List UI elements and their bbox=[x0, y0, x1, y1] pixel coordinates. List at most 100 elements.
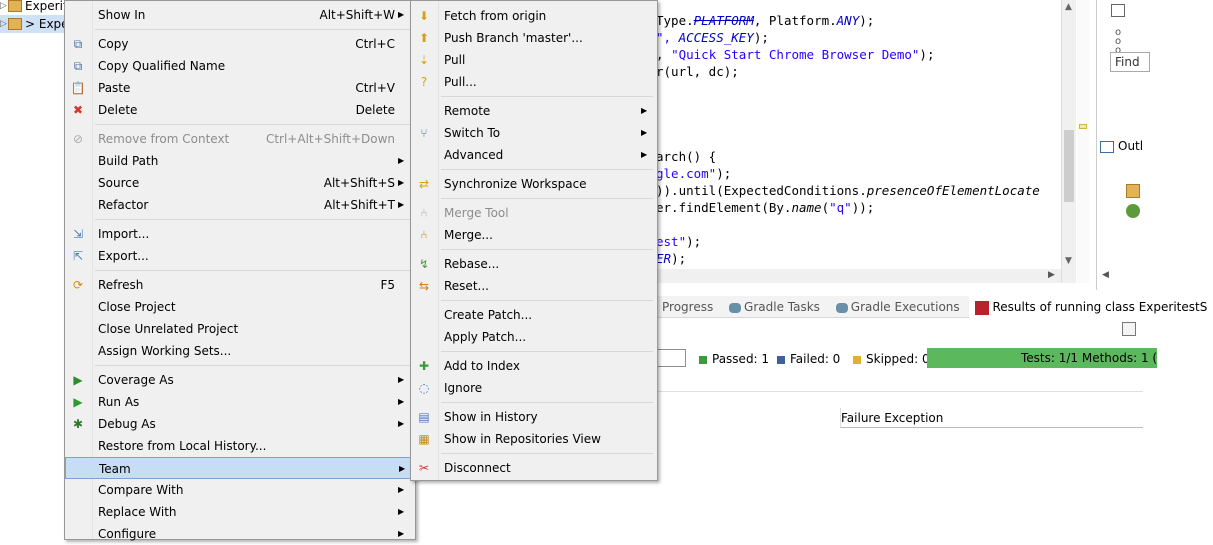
ruler-marker[interactable] bbox=[1079, 124, 1087, 129]
new-task-icon[interactable] bbox=[1111, 4, 1125, 17]
switch-branch-icon: ⑂ bbox=[420, 126, 428, 140]
menu-item-advanced[interactable]: Advanced▶ bbox=[411, 144, 657, 166]
menu-item-label: Export... bbox=[98, 249, 149, 263]
failed-icon bbox=[777, 355, 785, 364]
menu-item-merge[interactable]: ⑃Merge... bbox=[411, 224, 657, 246]
submenu-arrow-icon: ▶ bbox=[398, 10, 405, 19]
editor-horizontal-scrollbar[interactable]: ▶ bbox=[656, 269, 1076, 283]
refresh-icon: ⟳ bbox=[72, 278, 84, 292]
menu-item-disconnect[interactable]: ✂Disconnect bbox=[411, 457, 657, 479]
menu-item-label: Coverage As bbox=[98, 373, 174, 387]
menu-separator bbox=[441, 198, 653, 199]
menu-item-label: Refresh bbox=[98, 278, 144, 292]
menu-item-reset[interactable]: ⇆Reset... bbox=[411, 275, 657, 297]
menu-item-compare-with[interactable]: Compare With▶ bbox=[65, 479, 415, 501]
menu-item-add-to-index[interactable]: ✚Add to Index bbox=[411, 355, 657, 377]
menu-separator bbox=[441, 249, 653, 250]
menu-item-shortcut: Alt+Shift+W bbox=[319, 8, 396, 22]
menu-item-label: Synchronize Workspace bbox=[444, 177, 587, 191]
submenu-arrow-icon: ▶ bbox=[641, 106, 648, 115]
scroll-down-icon[interactable]: ▼ bbox=[1065, 256, 1072, 266]
menu-item-restore-local-history[interactable]: Restore from Local History... bbox=[65, 435, 415, 457]
overview-ruler bbox=[1077, 0, 1089, 283]
menu-item-close-project[interactable]: Close Project bbox=[65, 296, 415, 318]
outline-tab[interactable]: Outl bbox=[1100, 136, 1150, 156]
project-folder-icon bbox=[8, 0, 22, 12]
find-input[interactable]: Find bbox=[1110, 52, 1150, 72]
scrollbar-thumb[interactable] bbox=[1064, 130, 1074, 202]
expand-arrow-icon[interactable]: ▷ bbox=[0, 19, 7, 29]
menu-item-remote[interactable]: Remote▶ bbox=[411, 100, 657, 122]
tree-item-project-selected[interactable]: ▷> Expe bbox=[0, 15, 69, 33]
outline-icon bbox=[1100, 140, 1114, 153]
menu-item-switch-to[interactable]: ⑂Switch To▶ bbox=[411, 122, 657, 144]
filter-field[interactable] bbox=[656, 349, 686, 367]
failure-exception-header[interactable]: Failure Exception bbox=[840, 408, 1143, 428]
menu-item-label: Restore from Local History... bbox=[98, 439, 267, 453]
menu-item-show-in-repositories-view[interactable]: ▦ Show in Repositories View bbox=[411, 428, 657, 450]
menu-separator bbox=[441, 300, 653, 301]
expand-arrow-icon[interactable]: ▷ bbox=[0, 1, 7, 11]
menu-item-label: Merge Tool bbox=[444, 206, 509, 220]
menu-item-pull-dialog[interactable]: ?Pull... bbox=[411, 71, 657, 93]
tree-item-project[interactable]: ▷Experit bbox=[0, 0, 68, 15]
menu-item-label: Advanced bbox=[444, 148, 504, 162]
tab-junit-results[interactable]: Results of running class ExperitestS bbox=[969, 296, 1213, 318]
menu-item-import[interactable]: ⇲Import... bbox=[65, 223, 415, 245]
scroll-up-icon[interactable]: ▲ bbox=[1065, 2, 1072, 12]
repositories-icon: ▦ bbox=[418, 432, 430, 446]
menu-item-team[interactable]: Team▶ bbox=[65, 457, 415, 479]
menu-item-run-as[interactable]: ▶Run As▶ bbox=[65, 391, 415, 413]
menu-item-build-path[interactable]: Build Path▶ bbox=[65, 150, 415, 172]
menu-item-label: Close Project bbox=[98, 300, 176, 314]
menu-item-apply-patch[interactable]: Apply Patch... bbox=[411, 326, 657, 348]
merge-icon: ⑃ bbox=[420, 228, 428, 242]
team-submenu: ⬇Fetch from origin⬆Push Branch 'master'.… bbox=[410, 0, 658, 481]
menu-item-close-unrelated-project[interactable]: Close Unrelated Project bbox=[65, 318, 415, 340]
menu-item-debug-as[interactable]: ✱Debug As▶ bbox=[65, 413, 415, 435]
menu-item-rebase[interactable]: ↯Rebase... bbox=[411, 253, 657, 275]
menu-item-push-branch[interactable]: ⬆Push Branch 'master'... bbox=[411, 27, 657, 49]
menu-item-export[interactable]: ⇱Export... bbox=[65, 245, 415, 267]
menu-separator bbox=[95, 270, 411, 271]
gradle-icon bbox=[835, 302, 848, 313]
menu-item-label: Show in Repositories View bbox=[444, 432, 601, 446]
tab-gradle-executions[interactable]: Gradle Executions bbox=[830, 296, 966, 318]
class-icon bbox=[1126, 184, 1140, 198]
menu-item-create-patch[interactable]: Create Patch... bbox=[411, 304, 657, 326]
menu-item-copy-qualified-name[interactable]: ⧉Copy Qualified Name bbox=[65, 55, 415, 77]
menu-item-configure[interactable]: Configure▶ bbox=[65, 523, 415, 545]
scroll-right-icon[interactable]: ▶ bbox=[1048, 270, 1055, 280]
menu-item-ignore[interactable]: ◌Ignore bbox=[411, 377, 657, 399]
history-icon[interactable] bbox=[1122, 322, 1136, 336]
menu-item-label: Copy bbox=[98, 37, 129, 51]
add-index-icon: ✚ bbox=[418, 359, 430, 373]
remove-context-icon: ⊘ bbox=[72, 132, 84, 146]
menu-item-label: Switch To bbox=[444, 126, 501, 140]
scroll-left-icon[interactable]: ◀ bbox=[1102, 270, 1109, 280]
run-icon: ▶ bbox=[73, 395, 83, 409]
tab-progress[interactable]: Progress bbox=[662, 300, 714, 314]
failed-count: Failed: 0 bbox=[777, 351, 840, 367]
editor-vertical-scrollbar[interactable]: ▲ ▼ bbox=[1061, 0, 1076, 283]
menu-item-coverage-as[interactable]: ▶Coverage As▶ bbox=[65, 369, 415, 391]
menu-item-synchronize-workspace[interactable]: ⇄Synchronize Workspace bbox=[411, 173, 657, 195]
menu-item-label: Remove from Context bbox=[98, 132, 230, 146]
menu-item-assign-working-sets[interactable]: Assign Working Sets... bbox=[65, 340, 415, 362]
menu-item-show-in-history[interactable]: ▤Show in History bbox=[411, 406, 657, 428]
menu-item-fetch-from-origin[interactable]: ⬇Fetch from origin bbox=[411, 5, 657, 27]
tab-gradle-tasks[interactable]: Gradle Tasks bbox=[723, 296, 826, 318]
code-editor[interactable]: Type.PLATFORM, Platform.ANY); ", ACCESS_… bbox=[656, 0, 1076, 283]
menu-item-replace-with[interactable]: Replace With▶ bbox=[65, 501, 415, 523]
menu-item-pull[interactable]: ⇣Pull bbox=[411, 49, 657, 71]
menu-item-label: Reset... bbox=[444, 279, 489, 293]
